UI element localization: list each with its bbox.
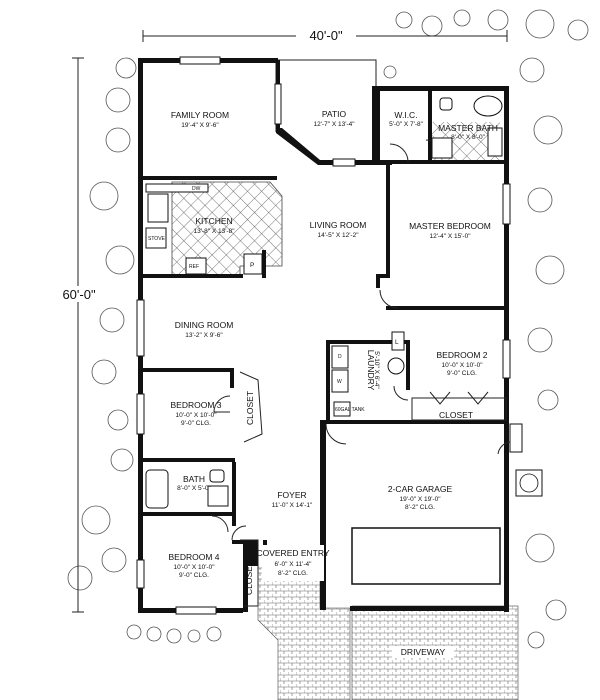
kitchen-name: KITCHEN xyxy=(195,216,232,226)
closet-outlines xyxy=(239,371,507,607)
depth-dimension: 60'-0" xyxy=(62,287,96,302)
master-bedroom-name: MASTER BEDROOM xyxy=(409,221,491,231)
bedroom-3-closet-name: CLOSET xyxy=(245,391,255,425)
patio-name: PATIO xyxy=(322,109,347,119)
water-heater-icon xyxy=(387,357,405,375)
bedroom-3-name: BEDROOM 3 xyxy=(170,400,221,410)
dining-room-size: 13'-2" X 9'-6" xyxy=(185,332,223,339)
bedroom-2-closet-name: CLOSET xyxy=(439,410,473,420)
bedroom-2-size: 10'-0" X 10'-0" xyxy=(441,362,483,369)
bedroom-2-ceiling: 9'-0" CLG. xyxy=(447,370,477,377)
width-dimension: 40'-0" xyxy=(309,28,343,43)
stove-label: STOVE xyxy=(148,236,166,242)
garage-ceiling: 8'-2" CLG. xyxy=(405,504,435,511)
bathtub-icon xyxy=(145,469,169,509)
linen-label: L xyxy=(395,339,399,346)
counter xyxy=(145,183,209,193)
toilet-icon xyxy=(209,469,225,483)
refrigerator-label: REF xyxy=(189,264,199,270)
garage-size: 19'-0" X 19'-0" xyxy=(399,496,441,503)
doors xyxy=(211,139,511,541)
driveway-name: DRIVEWAY xyxy=(401,647,446,657)
covered-entry-name: COVERED ENTRY xyxy=(256,548,329,558)
bedroom-4-ceiling: 9'-0" CLG. xyxy=(179,572,209,579)
bath-name: BATH xyxy=(183,474,205,484)
landscaping xyxy=(67,9,589,649)
water-heater-label: 60GAL TANK xyxy=(335,407,365,413)
toilet-icon xyxy=(439,97,453,111)
laundry-name: LAUNDRY xyxy=(366,350,376,391)
vanity-icon xyxy=(207,485,229,507)
garage-name: 2-CAR GARAGE xyxy=(388,484,453,494)
foyer-size: 11'-0" X 14'-1" xyxy=(272,502,313,509)
bedroom-4-name: BEDROOM 4 xyxy=(168,552,219,562)
covered-entry-size: 6'-0" X 11'-4" xyxy=(275,561,313,568)
patio-size: 12'-7" X 13'-4" xyxy=(313,121,355,128)
foyer-name: FOYER xyxy=(277,490,306,500)
living-room-size: 14'-5" X 12'-2" xyxy=(317,232,359,239)
bedroom-4-closet-name: CLOSET xyxy=(244,561,254,595)
windows xyxy=(136,56,511,615)
ac-unit-icon xyxy=(515,469,543,497)
laundry-size: 5'-10" X 6'-4" xyxy=(373,351,380,389)
wic-name: W.I.C. xyxy=(394,110,417,120)
bedroom-3-ceiling: 9'-0" CLG. xyxy=(181,420,211,427)
bedroom-4-size: 10'-0" X 10'-0" xyxy=(173,564,215,571)
bedroom-2-name: BEDROOM 2 xyxy=(436,350,487,360)
wic-size: 5'-0" X 7'-8" xyxy=(389,121,424,128)
master-vanity-icon xyxy=(487,127,503,157)
master-bath-size: 8'-0" X 8'-0" xyxy=(451,134,486,141)
room-labels: FAMILY ROOM 19'-4" X 9'-6" PATIO 12'-7" … xyxy=(168,109,498,658)
family-room-size: 19'-4" X 9'-6" xyxy=(181,122,219,129)
family-room-name: FAMILY ROOM xyxy=(171,110,229,120)
master-bedroom-size: 12'-4" X 15'-0" xyxy=(429,233,471,240)
covered-entry-ceiling: 8'-2" CLG. xyxy=(278,570,308,577)
bedroom-3-size: 10'-0" X 10'-0" xyxy=(175,412,217,419)
dining-room-name: DINING ROOM xyxy=(175,320,234,330)
garage-door xyxy=(351,527,501,585)
garage-step xyxy=(509,423,523,453)
living-room-name: LIVING ROOM xyxy=(310,220,367,230)
tree-icon xyxy=(67,9,589,649)
master-tub-icon xyxy=(473,95,503,117)
bath-size: 8'-0" X 5'-0" xyxy=(177,485,212,492)
dimension-lines: 40'-0" 60'-0" xyxy=(56,28,508,613)
fixtures: DW STOVE REF P D W 60GAL TANK L xyxy=(145,95,503,509)
dishwasher-label: DW xyxy=(192,186,201,192)
master-bath-name: MASTER BATH xyxy=(438,123,498,133)
sink-icon xyxy=(147,193,169,223)
kitchen-size: 13'-8" X 13'-8" xyxy=(193,228,235,235)
covered-entry-floor xyxy=(257,567,351,700)
washer-label: W xyxy=(337,379,342,385)
interior-walls xyxy=(143,86,506,564)
dryer-label: D xyxy=(338,354,342,360)
shower-icon xyxy=(431,137,453,159)
pantry-label: P xyxy=(250,262,254,269)
